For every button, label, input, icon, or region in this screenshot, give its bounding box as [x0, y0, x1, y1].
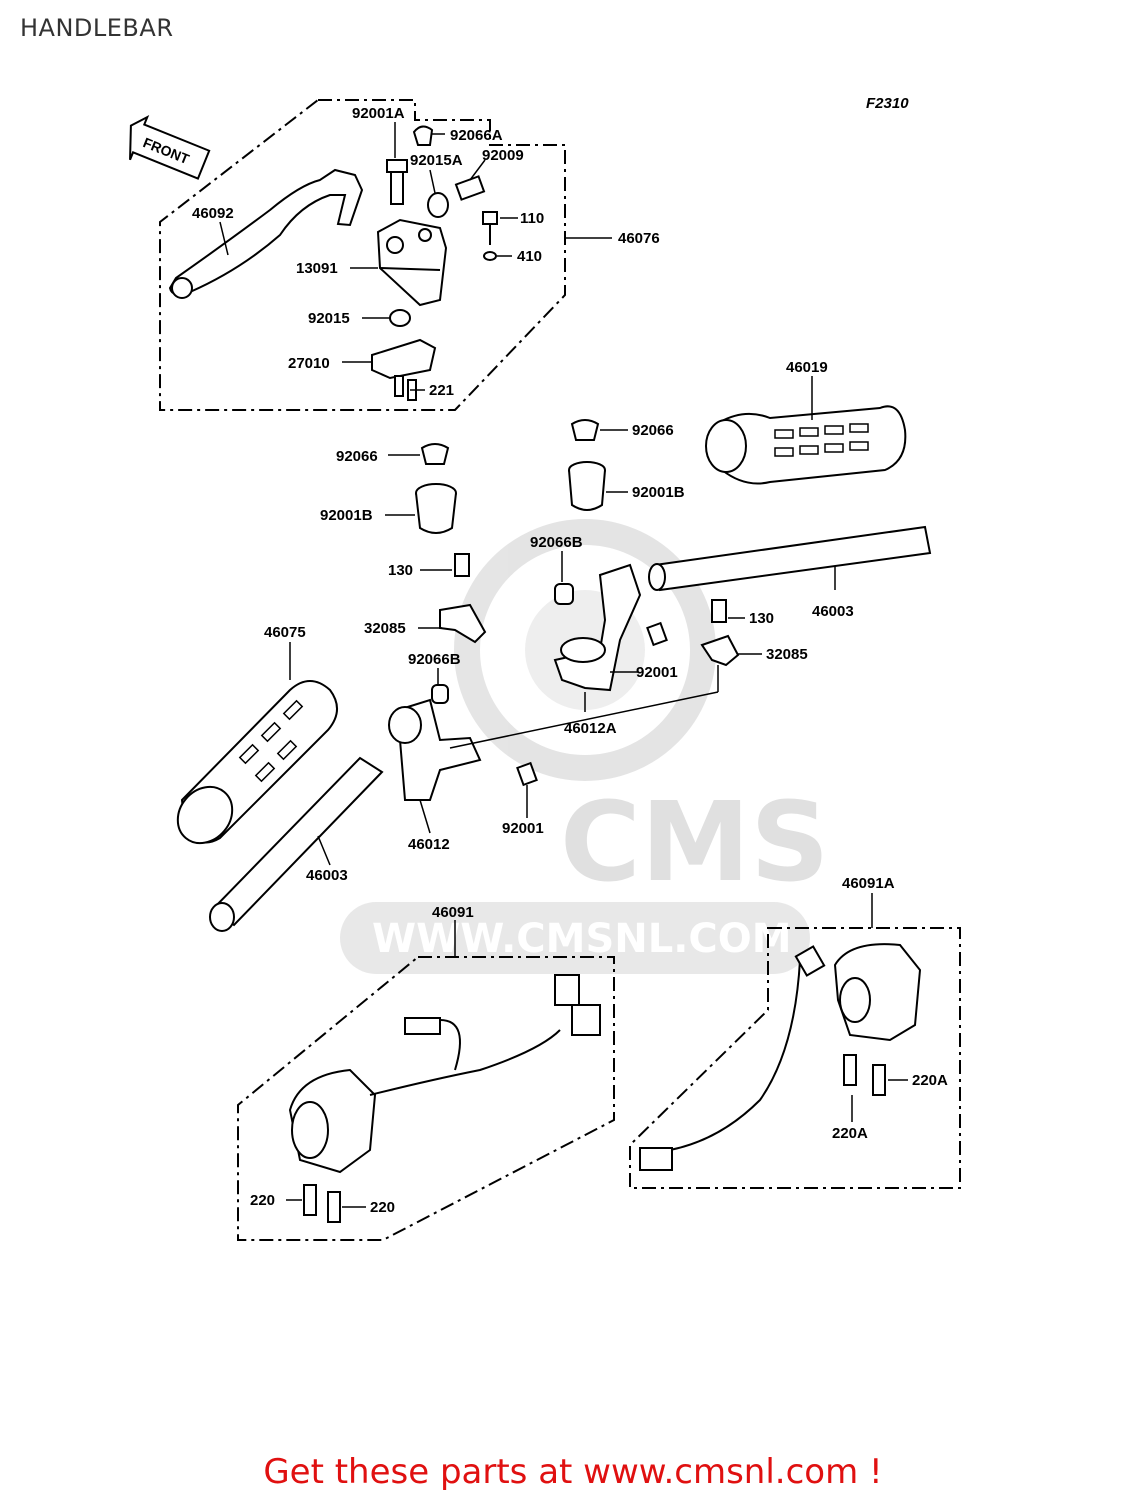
- cap-92066-left: [420, 443, 450, 465]
- label-220-right: 220: [370, 1199, 395, 1216]
- brake-lever: [168, 168, 364, 299]
- lever-assembly-group-box: [159, 99, 566, 411]
- label-27010: 27010: [288, 355, 330, 372]
- holder-46012a: [553, 563, 668, 692]
- weight-92001b-left: [415, 483, 457, 534]
- label-46091: 46091: [432, 904, 474, 921]
- left-switch-group-box: [237, 956, 615, 1241]
- label-92066b-right: 92066B: [530, 534, 583, 551]
- label-92015: 92015: [308, 310, 350, 327]
- label-110: 110: [520, 210, 544, 227]
- label-46012a: 46012A: [564, 720, 617, 737]
- nut-92015: [389, 309, 411, 327]
- label-13091: 13091: [296, 260, 338, 277]
- label-32085-right: 32085: [766, 646, 808, 663]
- label-92015a: 92015A: [410, 152, 463, 169]
- master-cylinder-body: [376, 218, 448, 307]
- holder-46012: [388, 684, 538, 801]
- page-title: HANDLEBAR: [20, 14, 174, 42]
- part-labels: F2310 92001A 92066A 92015A 92009 46092 1…: [192, 95, 948, 1216]
- label-92001-left: 92001: [502, 820, 544, 837]
- label-220a-right: 220A: [912, 1072, 948, 1089]
- cap-92066a: [412, 125, 434, 146]
- label-92001a: 92001A: [352, 105, 405, 122]
- label-130-right: 130: [749, 610, 774, 627]
- figure-code: F2310: [866, 95, 909, 112]
- leader-lines: [219, 122, 908, 1208]
- label-46003-right: 46003: [812, 603, 854, 620]
- label-220-left: 220: [250, 1192, 275, 1209]
- left-handlebar: [209, 756, 384, 932]
- label-46019: 46019: [786, 359, 828, 376]
- right-switch-group-box: [629, 927, 961, 1189]
- label-92001-right: 92001: [636, 664, 678, 681]
- label-46003-left: 46003: [306, 867, 348, 884]
- footer-link[interactable]: Get these parts at www.cmsnl.com !: [263, 1452, 883, 1492]
- washer-410: [483, 251, 497, 261]
- svg-text:WWW.CMSNL.COM: WWW.CMSNL.COM: [372, 916, 792, 962]
- label-46092: 46092: [192, 205, 234, 222]
- label-92001b-right: 92001B: [632, 484, 685, 501]
- label-32085-left: 32085: [364, 620, 406, 637]
- label-46091a: 46091A: [842, 875, 895, 892]
- right-handlebar: [648, 525, 932, 592]
- clamp-32085-right: [700, 599, 740, 667]
- front-arrow-icon: FRONT: [129, 114, 211, 180]
- label-130-left: 130: [388, 562, 413, 579]
- label-92066-right: 92066: [632, 422, 674, 439]
- label-221: 221: [429, 382, 454, 399]
- label-92066b-left: 92066B: [408, 651, 461, 668]
- left-grip: [176, 680, 338, 845]
- label-46075: 46075: [264, 624, 306, 641]
- weight-92001b-right: [568, 461, 606, 511]
- label-92066-left: 92066: [336, 448, 378, 465]
- pivot-bolt: [386, 159, 408, 205]
- svg-text:CMS: CMS: [560, 778, 829, 906]
- left-switch-housing: [288, 974, 601, 1223]
- right-switch-housing: [639, 943, 922, 1171]
- label-92001b-left: 92001B: [320, 507, 373, 524]
- nut-92015a: [427, 192, 449, 218]
- label-220a-bottom: 220A: [832, 1125, 868, 1142]
- label-46012: 46012: [408, 836, 450, 853]
- cap-92066-right: [570, 419, 600, 441]
- label-46076: 46076: [618, 230, 660, 247]
- label-410: 410: [517, 248, 542, 265]
- adjust-screw: [454, 175, 486, 201]
- label-92066a: 92066A: [450, 127, 503, 144]
- right-grip: [705, 405, 907, 485]
- screw-110: [482, 211, 498, 245]
- brake-switch: [371, 338, 437, 401]
- label-92009: 92009: [482, 147, 524, 164]
